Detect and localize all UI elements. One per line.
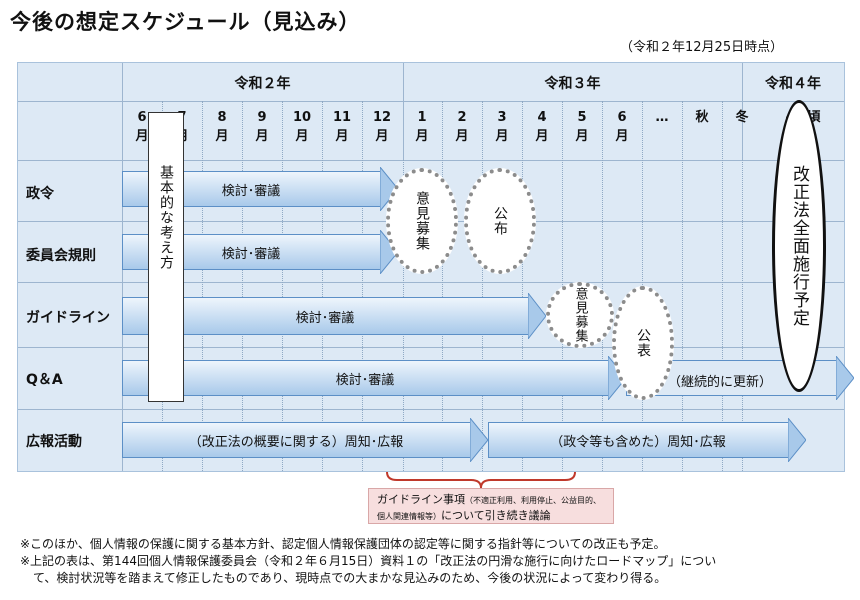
date-note: （令和２年12月25日時点） [620,40,784,55]
continuous-update-label: （継続的に更新） [666,371,775,390]
basic-policy-box: 基本的な考え方 [148,112,184,402]
arrow-koho-1: （改正法の概要に関する）周知･広報 [122,418,488,462]
brace-icon [386,471,576,489]
grid-line [362,101,363,471]
circle-label: 意見募集 [414,191,430,251]
grid-line [18,409,844,410]
grid-line [322,101,323,471]
full-enforcement-text: 改正法全面施行予定 [789,165,809,327]
row-label-kisoku: 委員会規則 [26,248,96,264]
arrow-koho-2: （政令等も含めた）周知･広報 [488,418,806,462]
row-label-qa: Q＆A [26,372,63,388]
grid-line [522,101,523,471]
grid-line [742,63,743,160]
arrow-guideline: 検討･審議 [122,293,546,339]
grid-line [682,101,683,471]
grid-line [442,101,443,471]
arrow-head [528,293,546,339]
grid-line [18,347,844,348]
public-comment-circle-1: 意見募集 [386,168,458,274]
guideline-topics-box: ガイドライン事項（不適正利用、利用停止、公益目的、 個人関連情報等）について引き… [368,488,614,524]
grid-line [18,101,844,102]
era-header: 令和２年 [234,76,291,92]
row-label-seirei: 政令 [26,186,54,202]
basic-policy-text: 基本的な考え方 [158,165,174,270]
arrow-qa: 検討･審議 [122,356,626,400]
era-header: 令和３年 [544,76,601,92]
grid-line [282,101,283,471]
grid-line [242,101,243,471]
row-label-guideline: ガイドライン [26,310,110,326]
grid-line [602,101,603,471]
footnotes: ※このほか、個人情報の保護に関する基本方針、認定個人情報保護団体の認定等に関する… [20,536,852,587]
grid-line [18,160,844,161]
arrow-head [470,418,488,462]
circle-label: 公表 [635,328,651,358]
guideline-topics-line1: ガイドライン事項（不適正利用、利用停止、公益目的、 [377,493,601,506]
grid-line [722,101,723,471]
arrow-label: （改正法の概要に関する）周知･広報 [188,434,404,450]
arrow-head [836,356,854,400]
arrow-label: 検討･審議 [221,246,281,262]
arrow-label: （政令等も含めた）周知･広報 [550,434,726,450]
era-header: 令和４年 [765,76,821,92]
page-title: 今後の想定スケジュール（見込み） [10,10,361,34]
grid-line [742,160,743,471]
promulgation-circle: 公布 [464,168,536,274]
row-label-koho: 広報活動 [26,434,82,450]
footnote: て、検討状況等を踏まえて修正したものであり、現時点での大まかな見込みのため、今後… [33,571,667,585]
arrow-label: 検討･審議 [335,372,395,388]
grid-line [403,63,404,160]
full-enforcement-ellipse: 改正法全面施行予定 [772,100,826,392]
month-header: 秋 [695,110,709,125]
footnote: ※このほか、個人情報の保護に関する基本方針、認定個人情報保護団体の認定等に関する… [20,537,666,551]
arrow-label: 検討･審議 [295,310,355,326]
circle-label: 意見募集 [572,287,588,343]
footnote: ※上記の表は、第144回個人情報保護委員会（令和２年６月15日）資料１の「改正法… [20,554,717,568]
arrow-head [788,418,806,462]
month-header: … [655,110,669,125]
publication-circle: 公表 [612,286,674,400]
circle-label: 公布 [492,206,508,236]
grid-line [482,101,483,471]
guideline-topics-line2: 個人関連情報等）について引き続き議論 [377,509,551,522]
public-comment-circle-2: 意見募集 [546,282,614,348]
arrow-label: 検討･審議 [221,183,281,199]
grid-line [18,282,844,283]
month-header: 冬 [735,110,749,125]
grid-line [202,101,203,471]
